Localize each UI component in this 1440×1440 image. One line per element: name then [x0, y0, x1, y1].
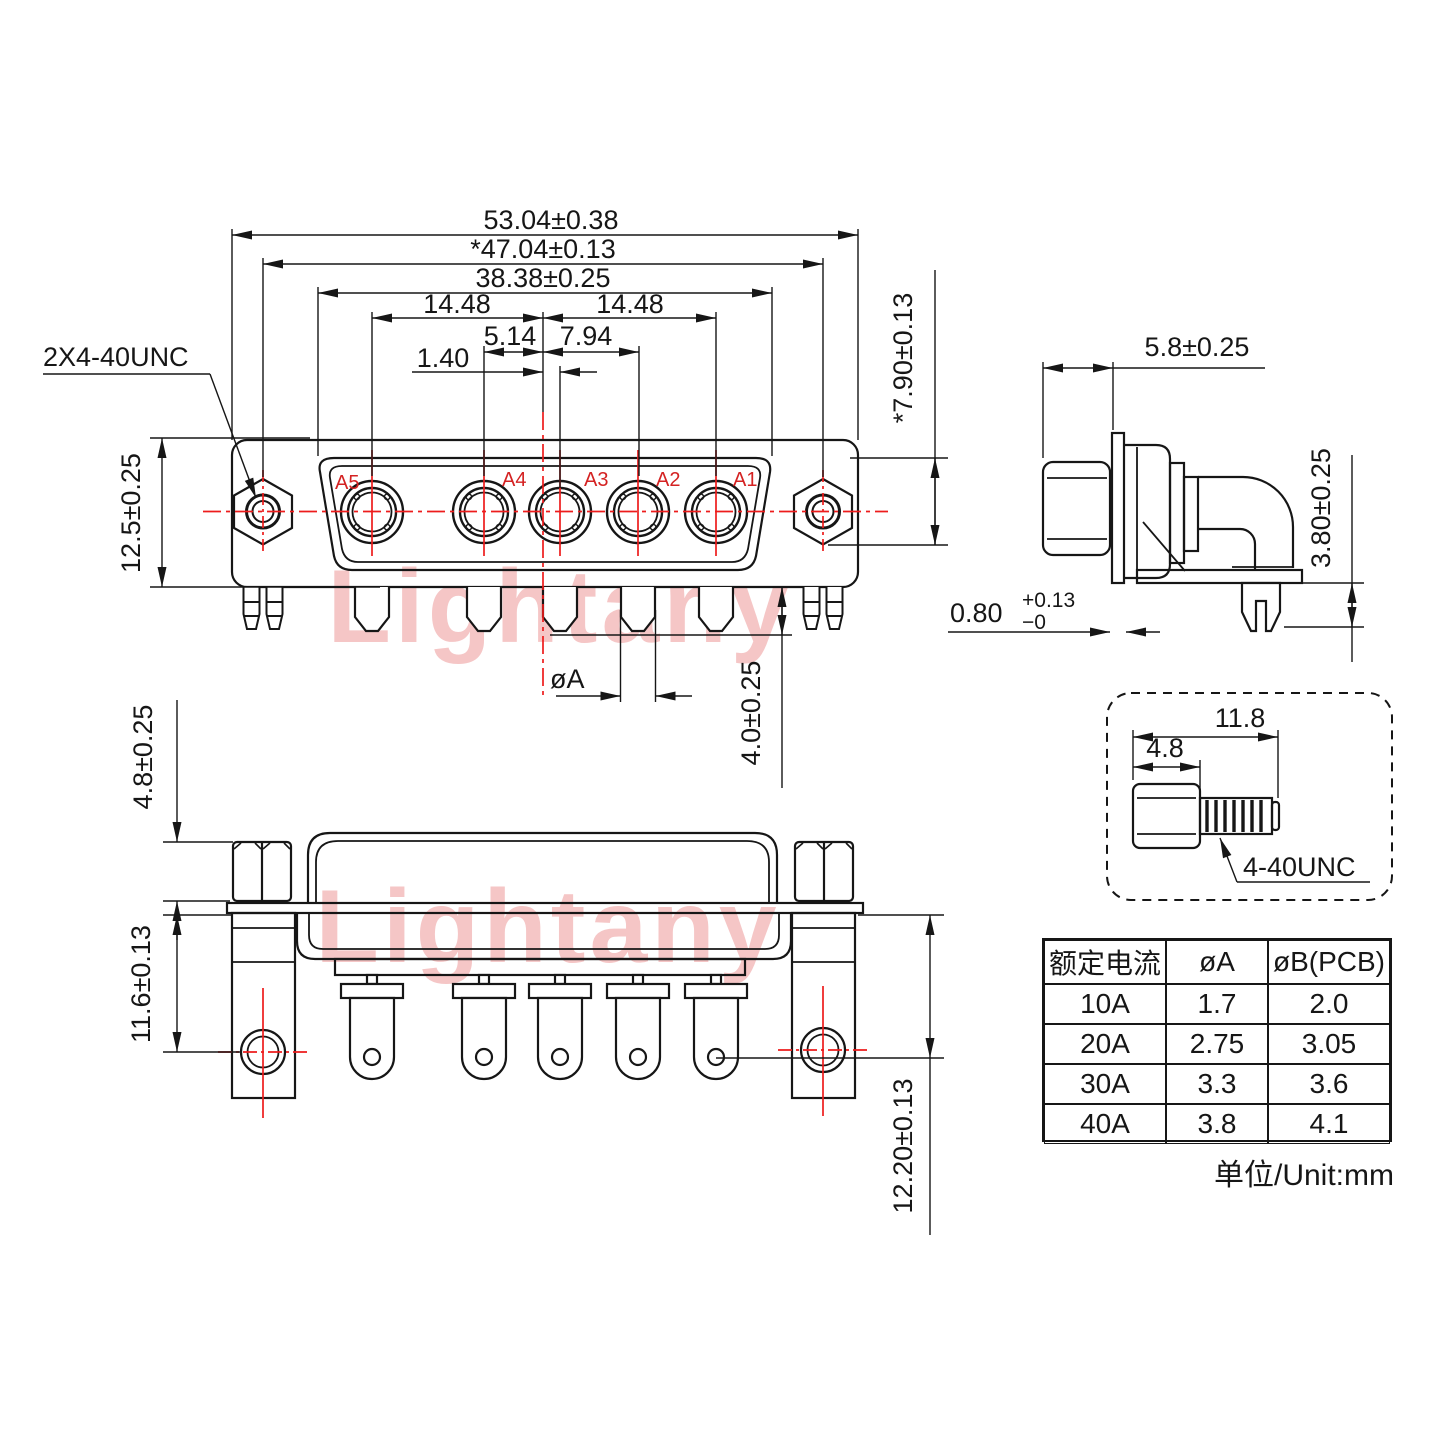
dim-screw-hex-length: 4.8 — [1146, 733, 1184, 763]
dim-center-offset: 1.40 — [417, 343, 470, 373]
dim-screw-spacing: *47.04±0.13 — [470, 234, 615, 264]
bottom-centerlines — [218, 986, 868, 1118]
bottom-view — [225, 831, 865, 1100]
spec-cell: 3.3 — [1166, 1064, 1268, 1104]
bottom-flange-strip — [225, 901, 865, 915]
spec-cell: 40A — [1044, 1104, 1166, 1144]
spec-cell: 1.7 — [1166, 984, 1268, 1024]
bottom-dimension-texts: 4.8±0.25 11.6±0.13 12.20±0.13 — [126, 705, 918, 1214]
front-dimensions — [43, 229, 948, 788]
dim-hole-offset: 11.6±0.13 — [126, 925, 156, 1043]
spec-cell: 3.05 — [1268, 1024, 1390, 1064]
front-dimension-texts: 53.04±0.38 *47.04±0.13 38.38±0.25 14.48 … — [43, 205, 918, 765]
side-elbow-outer — [1198, 475, 1295, 568]
bottom-insulator-bar — [333, 957, 747, 977]
side-shell-step2 — [1182, 475, 1200, 553]
dim-bracket-height: 3.80±0.25 — [1306, 448, 1336, 568]
screw-detail-box — [1106, 692, 1393, 901]
dim-body-height: 12.5±0.25 — [116, 453, 146, 573]
bottom-shell-inner — [315, 840, 770, 903]
spec-cell: 3.6 — [1268, 1064, 1390, 1104]
side-dimension-texts: 5.8±0.25 3.80±0.25 0.80 +0.13 −0 — [950, 332, 1336, 634]
side-nut — [1041, 460, 1112, 557]
dim-pitch-a4: 5.14 — [484, 321, 537, 351]
contact-label-a2: A2 — [656, 469, 680, 491]
bottom-terminals — [339, 973, 749, 1081]
contact-label-a1: A1 — [733, 469, 757, 491]
screw-thread-label: 4-40UNC — [1243, 852, 1356, 882]
dim-standoff-height: 4.8±0.25 — [128, 705, 158, 810]
bottom-dimensions — [163, 700, 944, 1235]
side-peg — [1240, 581, 1282, 633]
spec-table-header-dia-b: øB(PCB) — [1268, 940, 1390, 984]
dim-pitch-left: 14.48 — [423, 289, 491, 319]
dim-pin-diameter: øA — [550, 664, 585, 694]
spec-cell: 10A — [1044, 984, 1166, 1024]
side-bracket — [1135, 447, 1304, 585]
screw-standoff — [1131, 782, 1202, 850]
bottom-right-standoff — [793, 840, 855, 903]
dim-thread-label: 2X4-40UNC — [43, 342, 189, 372]
front-pegs — [242, 587, 844, 630]
contact-label-a4: A4 — [502, 469, 526, 491]
dim-screw-total-length: 11.8 — [1215, 703, 1266, 733]
bottom-rear-shell-inner — [308, 913, 780, 950]
front-face-outer — [318, 456, 772, 572]
screw-detail-texts: 11.8 4.8 4-40UNC — [1146, 703, 1355, 882]
spec-cell: 2.0 — [1268, 984, 1390, 1024]
dim-face-width: 38.38±0.25 — [476, 263, 611, 293]
spec-cell: 4.1 — [1268, 1104, 1390, 1144]
side-flange — [1110, 431, 1126, 585]
spec-cell: 2.75 — [1166, 1024, 1268, 1064]
front-face-inner — [328, 465, 762, 563]
screw-detail-dims — [1132, 730, 1370, 883]
side-shell-step1 — [1168, 461, 1186, 565]
side-view — [1041, 431, 1304, 633]
contact-label-a3: A3 — [584, 469, 608, 491]
side-shell — [1124, 443, 1172, 580]
dim-nut-depth: 5.8±0.25 — [1145, 332, 1250, 362]
contact-label-a5: A5 — [335, 472, 359, 494]
dim-pin-row-offset: 12.20±0.13 — [888, 1079, 918, 1214]
dim-flange-tol-plus: +0.13 — [1022, 589, 1075, 612]
spec-cell: 3.8 — [1166, 1104, 1268, 1144]
spec-cell: 20A — [1044, 1024, 1166, 1064]
spec-table: 额定电流 øA øB(PCB) 10A 1.7 2.0 20A 2.75 3.0… — [1042, 938, 1392, 1144]
spec-cell: 30A — [1044, 1064, 1166, 1104]
dim-pitch-right: 14.48 — [596, 289, 664, 319]
watermark-text-bottom: Lightany — [315, 869, 780, 985]
unit-note: 单位/Unit:mm — [1214, 1159, 1394, 1192]
front-contact-labels: A5 A4 A3 A2 A1 — [335, 469, 757, 494]
dim-overall-width: 53.04±0.38 — [484, 205, 619, 235]
dim-flange-tol-minus: −0 — [1022, 611, 1046, 634]
dim-pin-length: 4.0±0.25 — [736, 661, 766, 766]
side-elbow-inner — [1198, 527, 1257, 570]
dim-face-height: *7.90±0.13 — [888, 293, 918, 423]
dim-flange-thickness: 0.80 — [950, 598, 1003, 628]
bottom-left-standoff — [231, 840, 293, 903]
screw-stud — [1198, 796, 1281, 836]
dim-pitch-a2: 7.94 — [560, 321, 613, 351]
spec-table-header-current: 额定电流 — [1044, 940, 1166, 984]
side-dimensions — [948, 362, 1364, 662]
screw-detail — [1106, 692, 1393, 901]
bottom-shell-outer — [306, 831, 779, 903]
spec-table-header-dia-a: øA — [1166, 940, 1268, 984]
